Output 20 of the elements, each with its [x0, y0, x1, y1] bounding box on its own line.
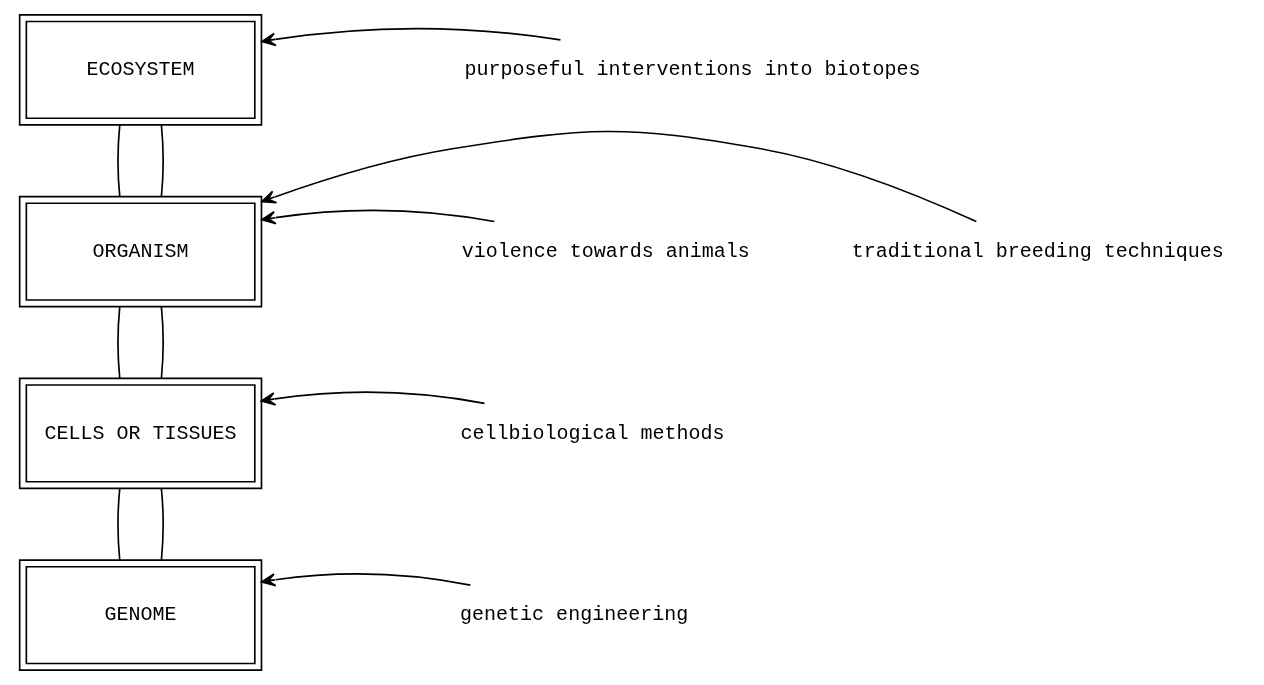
arrow [260, 130, 977, 223]
arrow [260, 573, 471, 587]
node-box: GENOME [18, 559, 262, 671]
node-text: cellbiological methods [459, 421, 724, 445]
node-box: ECOSYSTEM [18, 14, 262, 126]
connector [160, 487, 164, 561]
connector [116, 487, 121, 561]
arrow [260, 209, 495, 225]
connector [116, 124, 121, 198]
node-box: CELLS OR TISSUES [18, 377, 262, 490]
node-box: ORGANISM [18, 195, 262, 308]
node-text: traditional breeding techniques [851, 239, 1224, 263]
connector [160, 124, 164, 198]
node-text: genetic engineering [459, 603, 688, 627]
node-text: purposeful interventions into biotopes [463, 58, 921, 82]
connector [160, 305, 164, 380]
node-text: violence towards animals [461, 239, 750, 263]
connector [116, 305, 121, 380]
arrow [260, 391, 485, 406]
arrow [260, 27, 561, 47]
